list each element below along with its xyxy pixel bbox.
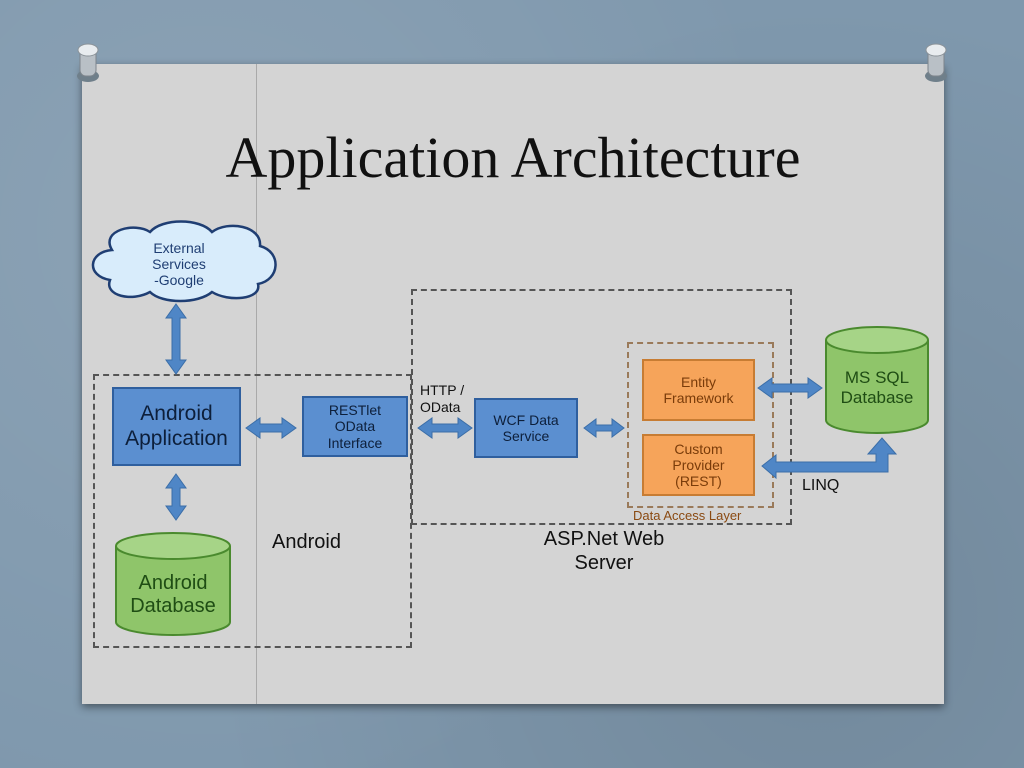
android-database-cylinder xyxy=(115,532,231,636)
pushpin-left-icon xyxy=(77,43,99,82)
ms-sql-database-cylinder xyxy=(825,326,929,434)
asp-net-region-label: ASP.Net Web Server xyxy=(543,528,665,574)
arrow-linq xyxy=(761,437,898,480)
asp-net-region xyxy=(411,289,792,525)
external-services-cloud: External Services -Google xyxy=(152,239,206,289)
entity-framework-box: Entity Framework xyxy=(642,359,755,421)
cloud-shape xyxy=(91,220,277,303)
android-region-label: Android xyxy=(272,531,341,553)
arrow-cloud-app xyxy=(165,303,187,375)
restlet-odata-box: RESTlet OData Interface xyxy=(302,396,408,457)
http-odata-label: HTTP / OData xyxy=(420,382,465,415)
custom-provider-box: Custom Provider (REST) xyxy=(642,434,755,496)
ms-sql-database-label: MS SQL Database xyxy=(840,368,914,407)
data-access-layer-region xyxy=(627,342,774,508)
pushpin-right-icon xyxy=(925,43,947,82)
arrow-app-restlet xyxy=(245,417,297,439)
data-access-layer-label: Data Access Layer xyxy=(633,508,742,523)
arrow-restlet-wcf xyxy=(417,417,473,439)
divider-line xyxy=(256,64,257,704)
arrow-entity-mssql xyxy=(757,377,823,399)
arrow-wcf-dal xyxy=(583,418,625,438)
android-application-box: Android Application xyxy=(112,387,241,466)
wcf-data-service-box: WCF Data Service xyxy=(474,398,578,458)
android-database-label: Android Database xyxy=(130,572,216,617)
slide-title: Application Architecture xyxy=(225,125,801,190)
arrow-app-db xyxy=(165,473,187,521)
linq-label: LINQ xyxy=(802,477,840,494)
